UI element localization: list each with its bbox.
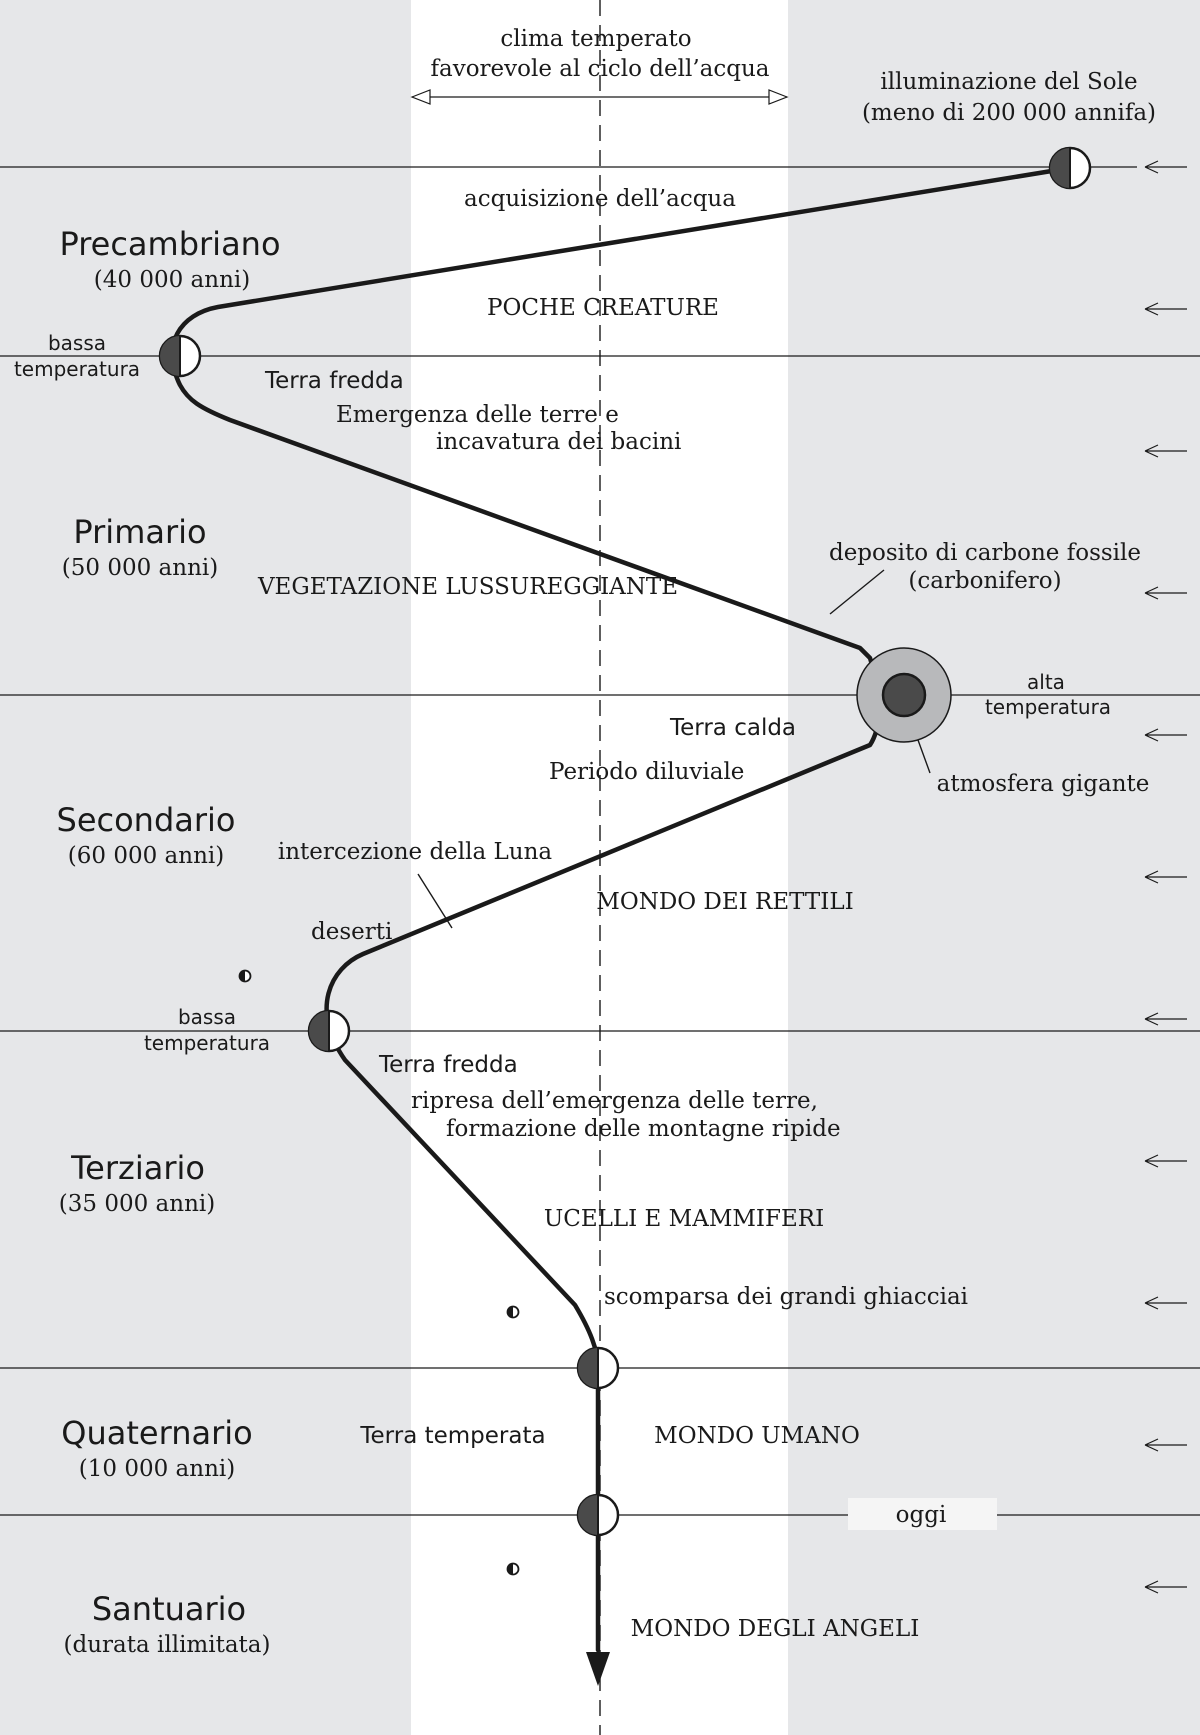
moon-icon — [238, 969, 252, 983]
theme-vegetazione: VEGETAZIONE LUSSUREGGIANTE — [257, 574, 678, 600]
label-bassa-1: bassa — [48, 331, 106, 355]
climate-label-line2: favorevole al ciclo dell’acqua — [430, 56, 769, 82]
label-temperatura-alta: temperatura — [985, 695, 1111, 719]
label-bassa-2: bassa — [178, 1005, 236, 1029]
label-terra-temperata: Terra temperata — [359, 1423, 545, 1449]
era-duration-precambriano: (40 000 anni) — [94, 267, 250, 293]
label-ripresa-line1: ripresa dell’emergenza delle terre, — [411, 1088, 818, 1114]
era-duration-terziario: (35 000 anni) — [59, 1191, 215, 1217]
label-temperatura-1: temperatura — [14, 357, 140, 381]
label-temperatura-2: temperatura — [144, 1031, 270, 1055]
label-deserti: deserti — [311, 919, 392, 945]
earth-bassa-temperatura-1 — [158, 334, 202, 378]
label-terra-fredda-2: Terra fredda — [378, 1052, 518, 1078]
moon-icon — [506, 1305, 520, 1319]
carbone-leader — [829, 569, 885, 615]
atmosfera-leader — [917, 739, 931, 774]
climate-range-arrow — [410, 89, 789, 105]
sun-label-line2: (meno di 200 000 annifa) — [862, 100, 1156, 126]
era-name-secondario: Secondario — [57, 801, 236, 839]
climate-label-line1: clima temperato — [500, 26, 691, 52]
label-emergenza-line2: incavatura dei bacini — [436, 429, 681, 455]
label-luna: intercezione della Luna — [278, 839, 553, 865]
label-ghiacciai: scomparsa dei grandi ghiacciai — [604, 1284, 968, 1310]
label-acquisizione: acquisizione dell’acqua — [464, 186, 736, 212]
theme-ucelli-mammiferi: UCELLI E MAMMIFERI — [544, 1206, 824, 1232]
era-duration-quaternario: (10 000 anni) — [79, 1456, 235, 1482]
trajectory-arrowhead — [586, 1652, 610, 1686]
label-diluviale: Periodo diluviale — [549, 759, 744, 785]
earth-quaternario-start — [576, 1346, 620, 1390]
label-ripresa-line2: formazione delle montagne ripide — [446, 1116, 841, 1142]
sun-label-line1: illuminazione del Sole — [880, 69, 1137, 95]
label-alta: alta — [1027, 670, 1065, 694]
era-name-santuario: Santuario — [92, 1590, 246, 1628]
era-duration-primario: (50 000 anni) — [62, 555, 218, 581]
era-name-precambriano: Precambriano — [59, 225, 280, 263]
label-carbone-line1: deposito di carbone fossile — [829, 540, 1141, 566]
earth-alta-temperatura — [856, 647, 952, 743]
era-duration-santuario: (durata illimitata) — [64, 1632, 271, 1658]
era-duration-secondario: (60 000 anni) — [68, 843, 224, 869]
label-terra-fredda-1: Terra fredda — [264, 368, 404, 394]
moon-icon — [506, 1562, 520, 1576]
theme-mondo-umano: MONDO UMANO — [654, 1423, 860, 1449]
earth-sun-illumination — [1048, 146, 1092, 190]
label-terra-calda: Terra calda — [669, 715, 796, 741]
oggi-box — [848, 1498, 997, 1530]
label-carbone-line2: (carbonifero) — [908, 568, 1061, 594]
earth-bassa-temperatura-2 — [307, 1009, 351, 1053]
luna-leader — [417, 873, 453, 929]
era-name-primario: Primario — [73, 513, 206, 551]
theme-mondo-angeli: MONDO DEGLI ANGELI — [631, 1616, 920, 1642]
theme-poche-creature: POCHE CREATURE — [487, 295, 719, 321]
earth-oggi — [576, 1493, 620, 1537]
label-oggi: oggi — [896, 1502, 947, 1528]
era-name-terziario: Terziario — [70, 1149, 205, 1187]
label-atmosfera: atmosfera gigante — [937, 771, 1150, 797]
label-emergenza-line1: Emergenza delle terre e — [336, 402, 619, 428]
theme-rettili: MONDO DEI RETTILI — [596, 889, 853, 915]
era-name-quaternario: Quaternario — [61, 1414, 252, 1452]
sun-arrows — [1144, 160, 1187, 1594]
